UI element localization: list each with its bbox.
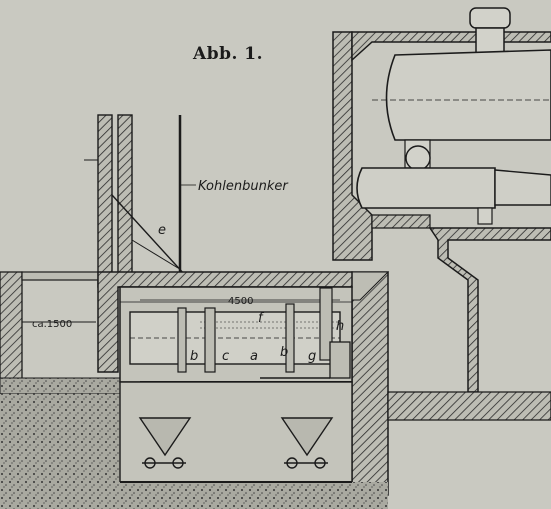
bunker-walls xyxy=(84,114,186,300)
figure-title: Abb. 1. xyxy=(193,44,264,64)
label-corridor-width: ca.1500 xyxy=(32,319,72,330)
label-length: 4500 xyxy=(228,296,253,307)
label-f: f xyxy=(258,311,265,326)
label-b-right: b xyxy=(280,345,288,360)
label-h: h xyxy=(336,319,344,334)
label-bunker: Kohlenbunker xyxy=(198,179,289,194)
ash-pit xyxy=(98,381,388,509)
labels: Kohlenbunker ca.1500 4500 e f h b c a b … xyxy=(32,179,344,364)
flue-duct xyxy=(387,227,551,421)
label-b-left: b xyxy=(190,349,198,364)
label-a: a xyxy=(250,349,258,364)
label-e: e xyxy=(158,223,166,238)
label-g: g xyxy=(308,349,316,364)
stoker-housing xyxy=(97,271,353,393)
boiler-drums xyxy=(356,7,551,225)
label-c: c xyxy=(222,349,229,364)
